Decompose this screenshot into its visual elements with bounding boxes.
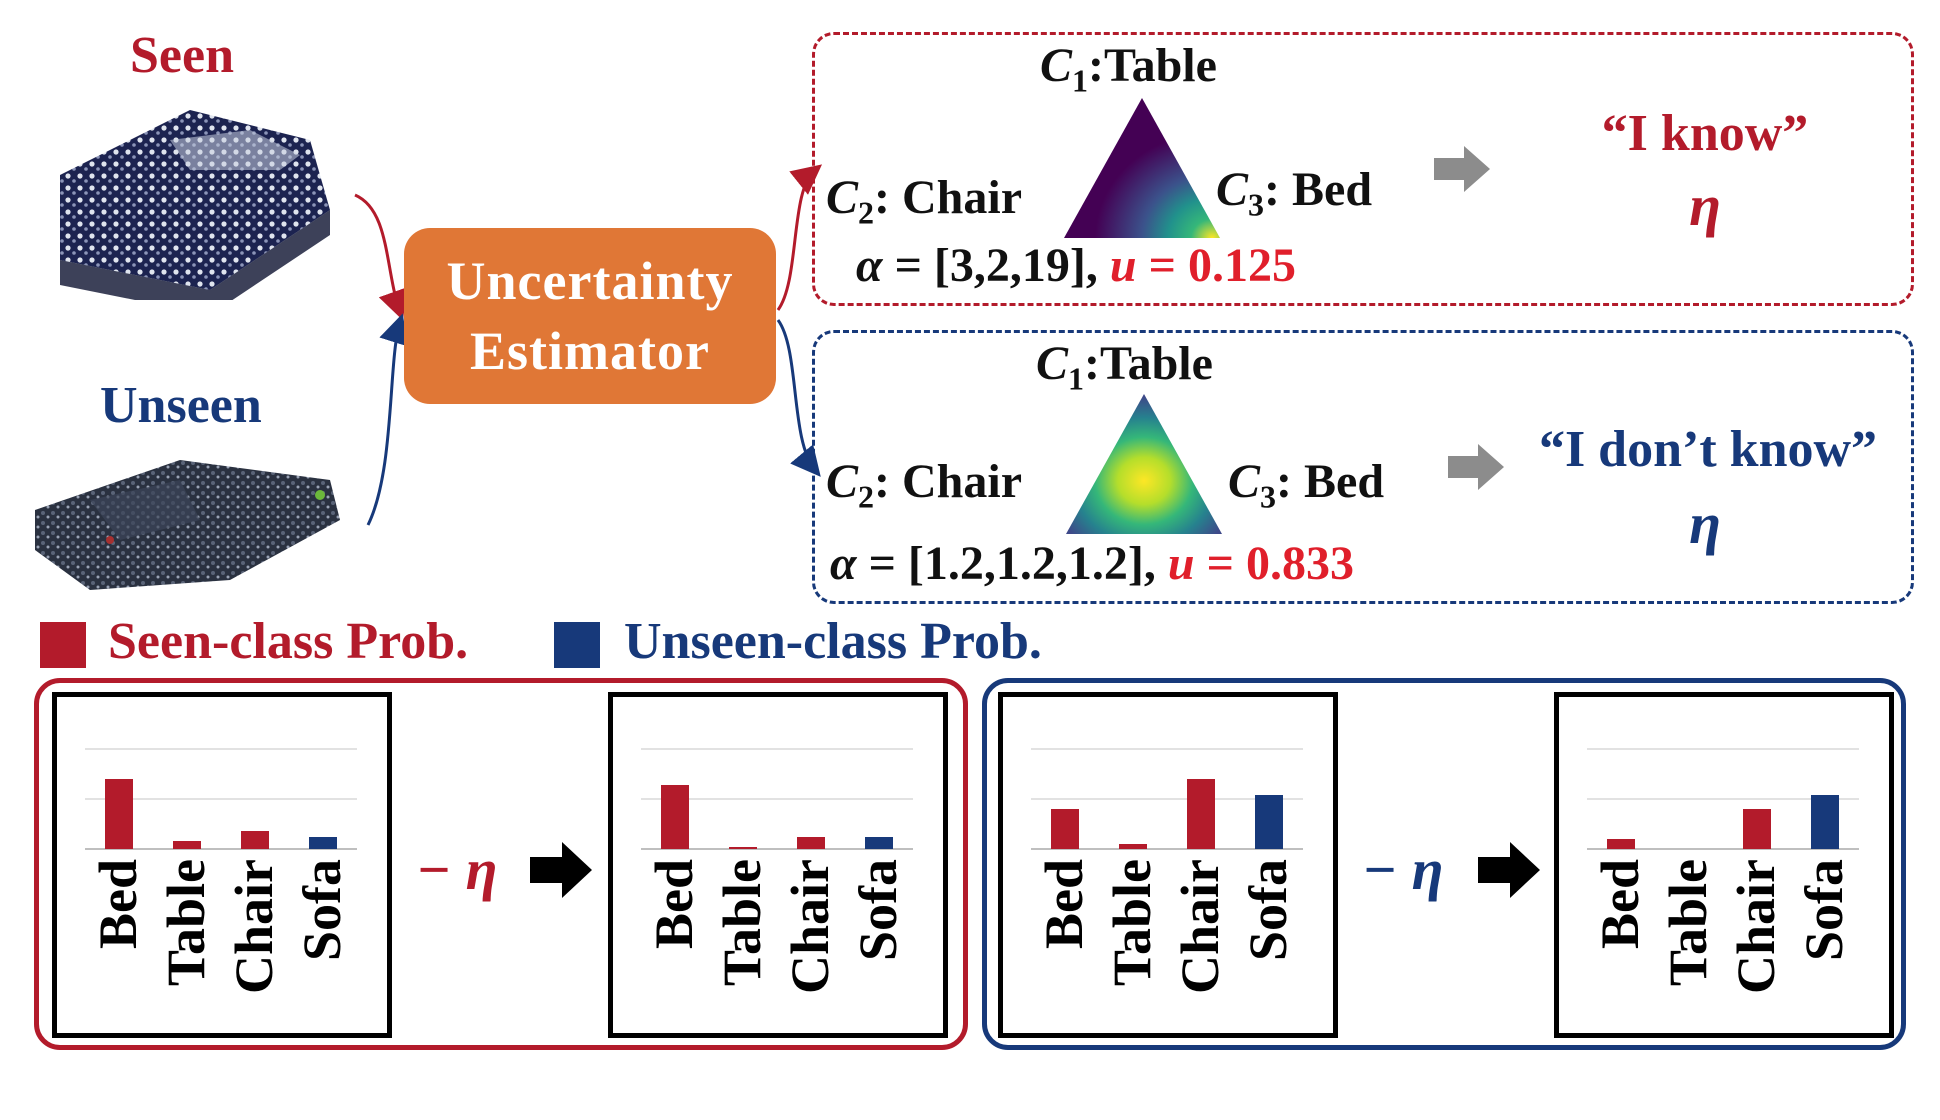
tick-label-bed: Bed — [1590, 859, 1650, 949]
tick-label-chair: Chair — [1726, 859, 1786, 994]
tick-label-chair: Chair — [224, 859, 284, 994]
tick-label-table: Table — [1102, 859, 1162, 986]
tick-label-sofa: Sofa — [1794, 859, 1854, 961]
unseen-alpha-expression: α = [1.2,1.2,1.2], u = 0.833 — [830, 537, 1354, 590]
seen-case-box — [812, 32, 1914, 306]
bar-bed — [1051, 809, 1079, 849]
unseen-minus-eta: − η — [1362, 837, 1444, 902]
bar-bed — [105, 779, 133, 849]
legend-seen-swatch — [40, 622, 86, 668]
unseen-case-box — [812, 330, 1914, 604]
bar-chair — [1187, 779, 1215, 849]
bar-chair — [797, 837, 825, 849]
tick-label-sofa: Sofa — [848, 859, 908, 961]
seen-label: Seen — [130, 27, 234, 84]
unseen-c2-label: C2: Chair — [826, 455, 1022, 515]
estimator-line-2: Estimator — [470, 321, 710, 381]
tick-label-table: Table — [1658, 859, 1718, 986]
unseen-label: Unseen — [100, 377, 262, 434]
unseen-c1-label: C1:Table — [1036, 337, 1213, 397]
unseen-example-panel — [982, 678, 1906, 1050]
tick-label-bed: Bed — [88, 859, 148, 949]
seen-verdict: “I know” — [1601, 105, 1809, 162]
bar-table — [1119, 844, 1147, 849]
estimator-line-1: Uncertainty — [446, 251, 734, 311]
bar-table — [729, 847, 757, 849]
unseen-dirichlet-simplex — [1066, 394, 1222, 534]
unseen-sofa-pointcloud — [35, 460, 340, 590]
bar-bed — [1607, 839, 1635, 849]
seen-arrow-icon — [1434, 146, 1490, 192]
tick-label-table: Table — [156, 859, 216, 986]
seen-example-panel — [34, 678, 968, 1050]
legend-unseen-label: Unseen-class Prob. — [624, 613, 1042, 670]
legend-seen-label: Seen-class Prob. — [108, 613, 469, 670]
tick-label-sofa: Sofa — [292, 859, 352, 961]
uncertainty-estimator-box: Uncertainty Estimator — [404, 228, 776, 404]
seen-c1-label: C1:Table — [1040, 39, 1217, 99]
seen-c3-label: C3: Bed — [1216, 163, 1373, 223]
seen-bed-pointcloud — [60, 110, 330, 300]
tick-label-table: Table — [712, 859, 772, 986]
seen-c2-label: C2: Chair — [826, 171, 1022, 231]
bar-sofa — [865, 837, 893, 849]
tick-label-sofa: Sofa — [1238, 859, 1298, 961]
seen-dirichlet-simplex — [1064, 98, 1220, 238]
unseen-arrow-icon — [1448, 444, 1504, 490]
seen-minus-eta: − η — [416, 837, 498, 902]
seen-black-arrow-icon — [530, 842, 592, 898]
bar-chair — [241, 831, 269, 849]
unseen-c3-label: C3: Bed — [1228, 455, 1385, 515]
bar-chair — [1743, 809, 1771, 849]
bar-bed — [661, 785, 689, 849]
seen-eta: η — [1689, 173, 1721, 238]
legend-unseen-swatch — [554, 622, 600, 668]
unseen-verdict: “I don’t know” — [1538, 421, 1878, 478]
tick-label-chair: Chair — [780, 859, 840, 994]
tick-label-chair: Chair — [1170, 859, 1230, 994]
tick-label-bed: Bed — [1034, 859, 1094, 949]
unseen-eta: η — [1689, 491, 1721, 556]
tick-label-bed: Bed — [644, 859, 704, 949]
bar-sofa — [309, 837, 337, 849]
bar-sofa — [1255, 795, 1283, 849]
bar-sofa — [1811, 795, 1839, 849]
seen-alpha-expression: α = [3,2,19], u = 0.125 — [856, 239, 1296, 292]
bar-table — [173, 841, 201, 849]
unseen-black-arrow-icon — [1478, 842, 1540, 898]
